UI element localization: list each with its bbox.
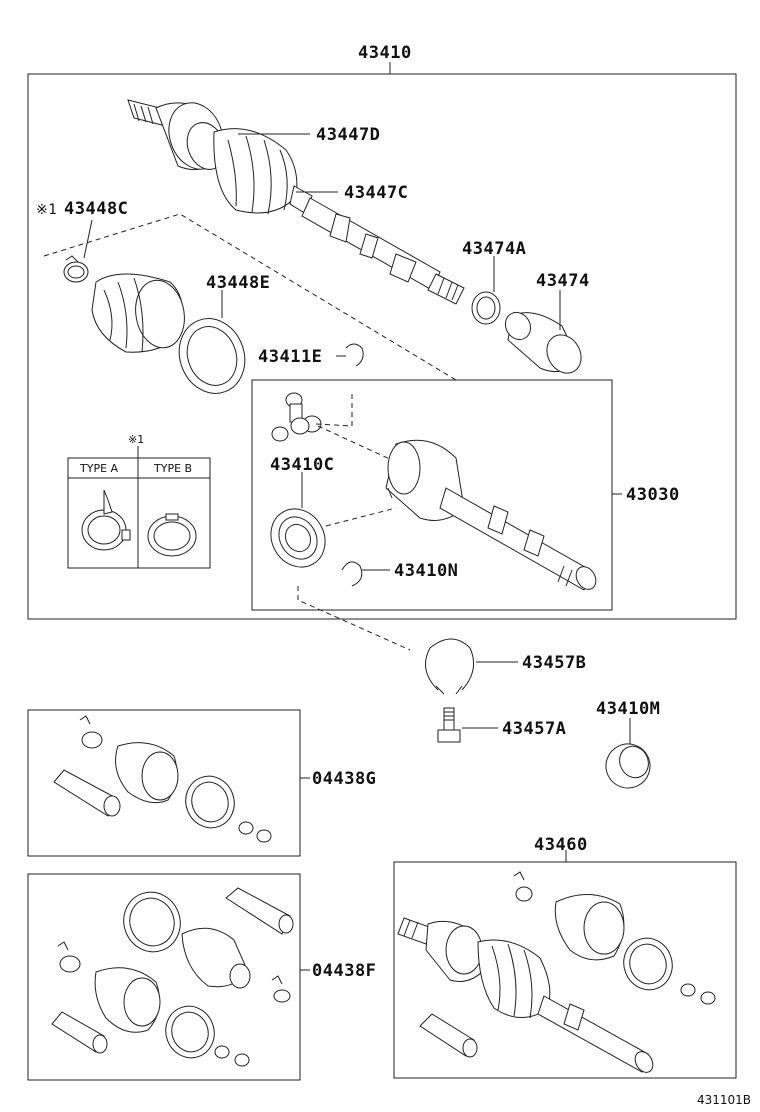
- legend-mark: ※1: [128, 433, 144, 446]
- seal-43410M: 43410M: [596, 699, 660, 789]
- label-43448E: 43448E: [206, 273, 270, 293]
- inner-boot: [91, 273, 185, 353]
- clamp-43448C: ※1 43448C: [36, 199, 128, 283]
- label-43474A: 43474A: [462, 239, 526, 259]
- assembly-box-43410: 43410: [27, 43, 737, 620]
- bearing-43410C: 43410C: [270, 455, 334, 568]
- label-43447D: 43447D: [316, 125, 380, 145]
- label-43457B: 43457B: [522, 653, 586, 673]
- label-04438F: 04438F: [312, 961, 376, 981]
- tripod-joint: [271, 392, 322, 442]
- label-04438G: 04438G: [312, 769, 376, 789]
- label-43410N: 43410N: [394, 561, 458, 581]
- figure-code: 431101B: [697, 1093, 751, 1107]
- snap-ring-43411E: 43411E: [258, 343, 364, 367]
- boot-band-43448E: [178, 318, 246, 394]
- label-43447C: 43447C: [344, 183, 408, 203]
- boot-kit-04438F: 04438F: [27, 873, 376, 1081]
- legend-type-a: TYPE A: [79, 462, 119, 475]
- label-43460: 43460: [534, 835, 588, 855]
- label-43474: 43474: [536, 271, 590, 291]
- label-43448C-mark: ※1: [36, 202, 57, 218]
- shaft-assembly-43460: 43460: [393, 835, 737, 1079]
- clamp-type-legend: ※1 TYPE A TYPE B: [67, 433, 211, 569]
- boot-kit-04438G: 04438G: [27, 709, 376, 857]
- label-43410M: 43410M: [596, 699, 660, 719]
- label-43410: 43410: [358, 43, 412, 63]
- label-43030: 43030: [626, 485, 680, 505]
- ring-43474A: 43474A: [462, 239, 526, 325]
- damper-43474: 43474: [504, 271, 590, 374]
- label-43457A: 43457A: [502, 719, 566, 739]
- snap-ring-43410N: 43410N: [341, 561, 458, 587]
- inner-joint-box-43030: 43030 43410C: [251, 379, 680, 611]
- legend-type-b: TYPE B: [153, 462, 192, 475]
- drive-shaft-assembly: [127, 99, 465, 305]
- label-43448C: 43448C: [64, 199, 128, 219]
- label-43410C: 43410C: [270, 455, 334, 475]
- clip-43457B: 43457B: [425, 638, 586, 695]
- bolt-43457A: 43457A: [437, 707, 566, 743]
- label-43411E: 43411E: [258, 347, 322, 367]
